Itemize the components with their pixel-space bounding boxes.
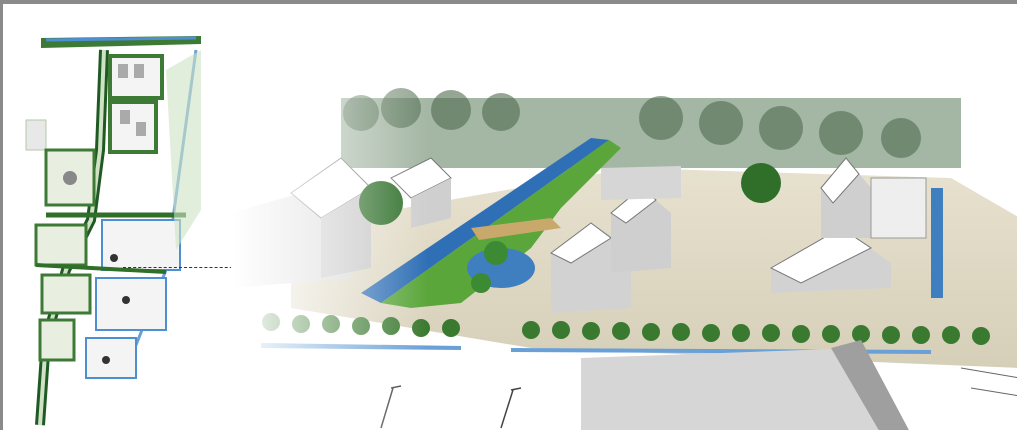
site-plan-drawing [6, 10, 201, 430]
aerial-perspective [231, 78, 1017, 430]
plan-green-edge [166, 50, 201, 250]
plan-water-top [45, 36, 197, 42]
plan-cross-road-2 [35, 263, 167, 274]
plan-block-north [108, 54, 164, 154]
aerial-perspective-drawing [231, 78, 1017, 430]
plan-block-east [85, 219, 181, 379]
plan-to-perspective-connector [123, 267, 243, 268]
left-fade-overlay [231, 78, 1017, 430]
site-plan [6, 10, 201, 430]
plan-block-west [25, 119, 96, 362]
